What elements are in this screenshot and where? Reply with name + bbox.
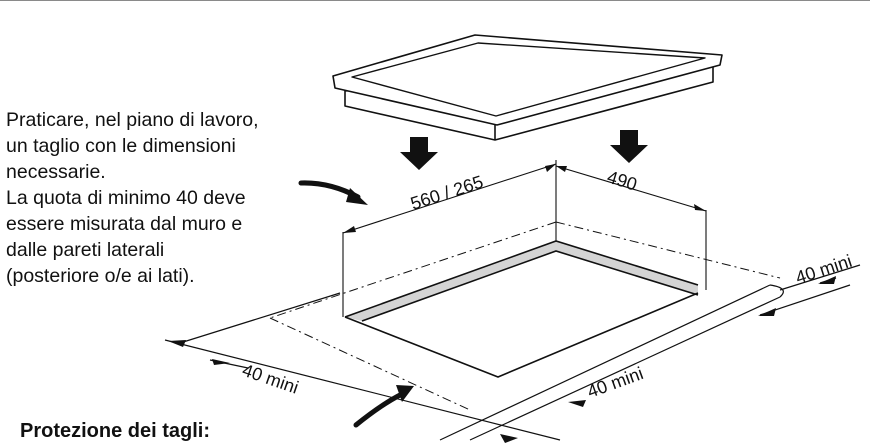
instruction-line: un taglio con le dimensioni (6, 135, 236, 157)
depth-dimension-label: 490 (605, 167, 640, 195)
instruction-line: (posteriore o/e ai lati). (6, 265, 195, 287)
clearance-dashed-lines (269, 221, 781, 411)
instruction-line: essere misurata dal muro e (6, 213, 243, 235)
section-heading: Protezione dei tagli: (20, 420, 211, 442)
worktop-edge-lines (164, 264, 861, 441)
front-clearance-label: 40 mini (585, 363, 646, 402)
curved-arrow-icon (298, 180, 414, 428)
instruction-line: necessarie. (6, 161, 106, 183)
cooktop-illustration (332, 34, 723, 141)
instruction-line: dalle pareti laterali (6, 239, 165, 261)
left-clearance-label: 40 mini (240, 360, 301, 398)
down-arrow-icon (400, 130, 648, 170)
worktop-cutout (344, 240, 699, 378)
installation-instructions: Praticare, nel piano di lavoro, un tagli… (6, 107, 336, 289)
clearance-arrowheads (168, 276, 836, 443)
instruction-line: La quota di minimo 40 deve (6, 187, 246, 209)
width-dimension-label: 560 / 265 (408, 172, 486, 214)
top-divider (0, 0, 870, 1)
dimension-arrowheads (343, 164, 706, 233)
instruction-line: Praticare, nel piano di lavoro, (6, 109, 259, 131)
dimension-lines (342, 160, 707, 317)
